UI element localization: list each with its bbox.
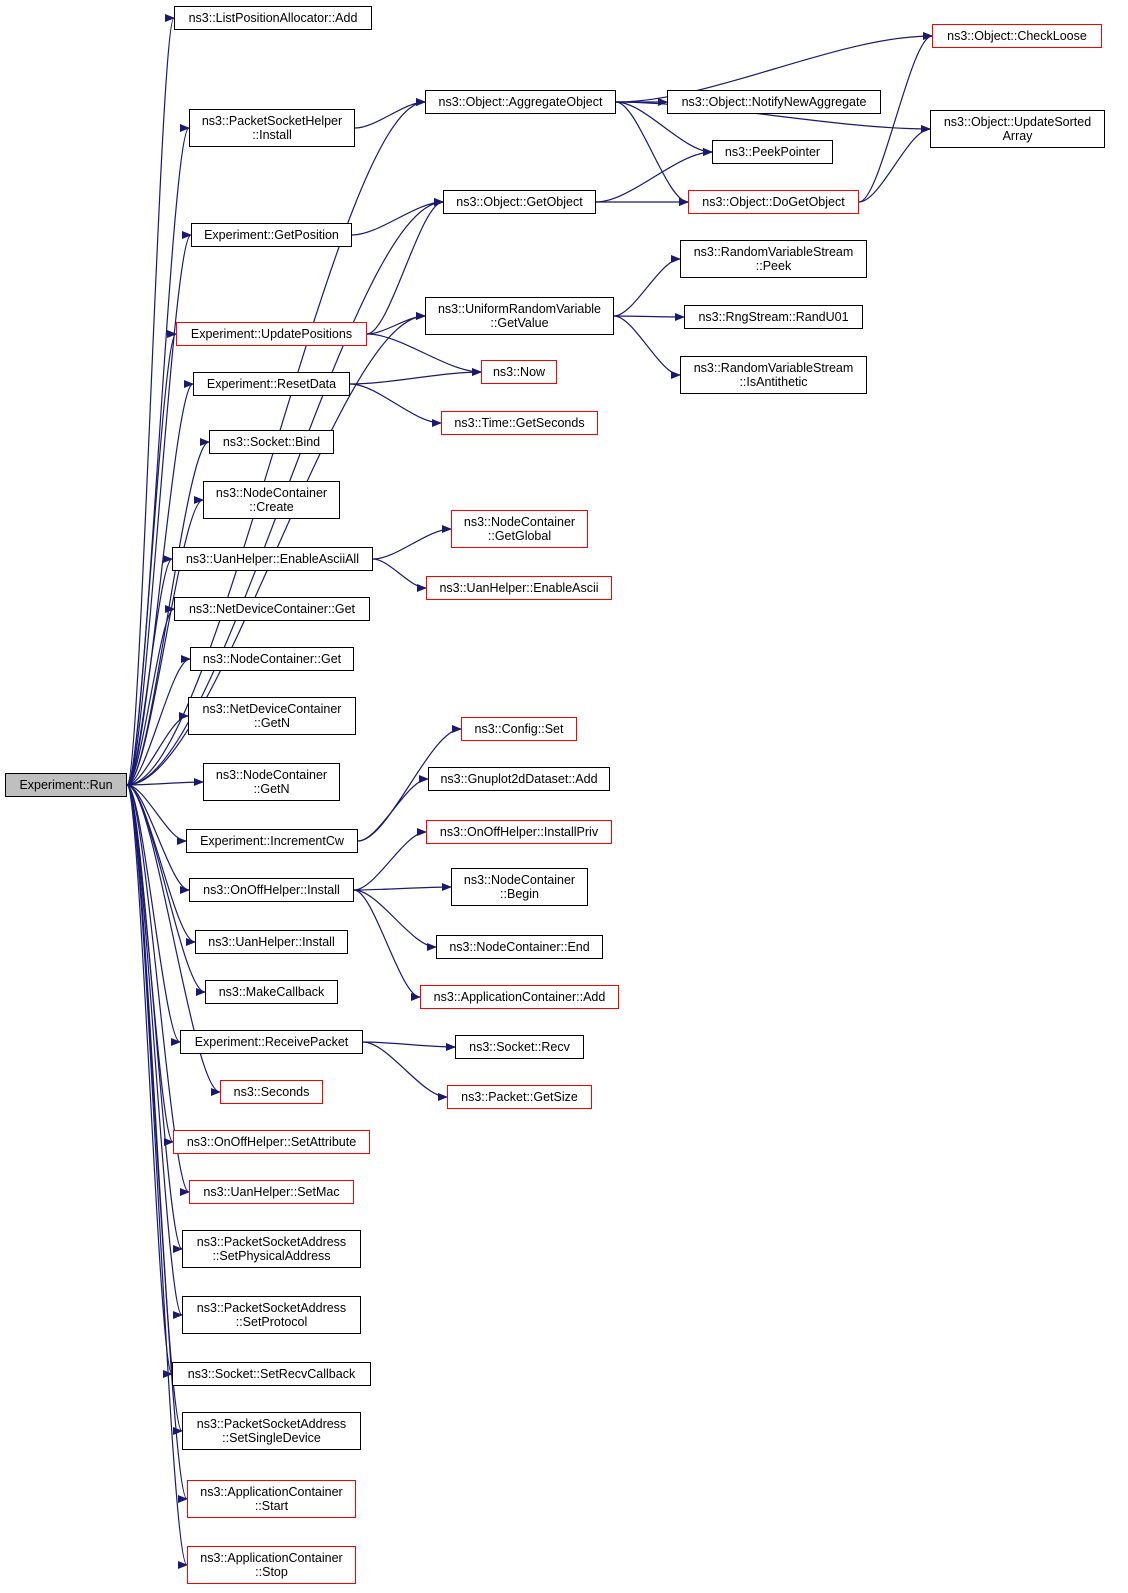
edge-receive-packet-to-packet-getsize xyxy=(362,1041,448,1101)
edge-increment-cw-to-gnuplot-add xyxy=(357,775,429,842)
node-get-position[interactable]: Experiment::GetPosition xyxy=(191,223,352,247)
edge-urv-getvalue-to-rvs-isanti xyxy=(613,315,681,379)
edge-run-to-psa-setproto xyxy=(126,784,183,1319)
node-nc-create[interactable]: ns3::NodeContainer ::Create xyxy=(203,481,340,519)
node-uan-setmac[interactable]: ns3::UanHelper::SetMac xyxy=(189,1180,354,1204)
edge-run-to-lpa-add xyxy=(126,14,175,786)
edge-run-to-nc-getn xyxy=(126,778,204,787)
node-run: Experiment::Run xyxy=(5,773,127,797)
node-urv-getvalue[interactable]: ns3::UniformRandomVariable ::GetValue xyxy=(425,297,614,335)
node-gnuplot-add[interactable]: ns3::Gnuplot2dDataset::Add xyxy=(428,767,610,791)
node-nc-getglobal[interactable]: ns3::NodeContainer ::GetGlobal xyxy=(451,510,588,548)
node-reset-data[interactable]: Experiment::ResetData xyxy=(193,372,350,396)
node-time-getsec[interactable]: ns3::Time::GetSeconds xyxy=(441,411,598,435)
edge-get-object-to-peek-pointer xyxy=(595,148,713,203)
edge-aggregate-to-peek-pointer xyxy=(615,101,713,156)
node-app-add[interactable]: ns3::ApplicationContainer::Add xyxy=(420,985,619,1009)
edge-run-to-uan-setmac xyxy=(126,784,190,1196)
node-app-stop[interactable]: ns3::ApplicationContainer ::Stop xyxy=(187,1546,356,1584)
node-seconds[interactable]: ns3::Seconds xyxy=(220,1080,323,1104)
node-update-sorted[interactable]: ns3::Object::UpdateSorted Array xyxy=(930,110,1105,148)
edge-psh-install-to-aggregate xyxy=(354,98,426,129)
edge-update-positions-to-urv-getvalue xyxy=(366,312,426,335)
node-nc-begin[interactable]: ns3::NodeContainer ::Begin xyxy=(451,868,588,906)
node-increment-cw[interactable]: Experiment::IncrementCw xyxy=(186,829,358,853)
edge-update-positions-to-now xyxy=(366,333,482,376)
node-make-callback[interactable]: ns3::MakeCallback xyxy=(205,980,338,1004)
node-uan-install[interactable]: ns3::UanHelper::Install xyxy=(195,930,348,954)
node-now[interactable]: ns3::Now xyxy=(481,360,557,384)
edge-run-to-receive-packet xyxy=(126,784,181,1046)
node-receive-packet[interactable]: Experiment::ReceivePacket xyxy=(180,1030,363,1054)
edge-onoff-install-to-nc-begin xyxy=(353,883,452,892)
node-peek-pointer[interactable]: ns3::PeekPointer xyxy=(712,140,833,164)
node-aggregate[interactable]: ns3::Object::AggregateObject xyxy=(425,90,616,114)
edge-receive-packet-to-socket-recv xyxy=(362,1041,456,1051)
edge-run-to-nc-create xyxy=(126,496,204,786)
edge-uan-enable-all-to-nc-getglobal xyxy=(372,525,452,560)
call-edges xyxy=(126,14,933,1569)
node-socket-recv[interactable]: ns3::Socket::Recv xyxy=(455,1035,584,1059)
edge-uan-enable-all-to-uan-enable xyxy=(372,558,427,592)
edge-aggregate-to-check-loose xyxy=(615,32,933,103)
node-onoff-install[interactable]: ns3::OnOffHelper::Install xyxy=(189,878,354,902)
node-ndc-getn[interactable]: ns3::NetDeviceContainer ::GetN xyxy=(188,697,356,735)
node-socket-bind[interactable]: ns3::Socket::Bind xyxy=(209,430,334,454)
edge-run-to-uan-enable-all xyxy=(126,555,173,786)
edge-run-to-seconds xyxy=(126,784,221,1096)
node-uan-enable[interactable]: ns3::UanHelper::EnableAscii xyxy=(426,576,612,600)
node-psa-setsingle[interactable]: ns3::PacketSocketAddress ::SetSingleDevi… xyxy=(182,1412,361,1450)
node-psa-setphys[interactable]: ns3::PacketSocketAddress ::SetPhysicalAd… xyxy=(182,1230,361,1268)
edge-run-to-nc-get xyxy=(126,655,191,786)
node-update-positions[interactable]: Experiment::UpdatePositions xyxy=(176,322,367,346)
edge-onoff-install-to-nc-end xyxy=(353,889,437,951)
edge-update-positions-to-get-object xyxy=(366,198,444,335)
edge-run-to-reset-data xyxy=(126,380,194,786)
node-lpa-add[interactable]: ns3::ListPositionAllocator::Add xyxy=(174,6,372,30)
node-psh-install[interactable]: ns3::PacketSocketHelper ::Install xyxy=(189,109,355,147)
edge-onoff-install-to-app-add xyxy=(353,889,421,1001)
edge-run-to-update-positions xyxy=(126,330,177,786)
node-uan-enable-all[interactable]: ns3::UanHelper::EnableAsciiAll xyxy=(172,547,373,571)
edge-urv-getvalue-to-rvs-peek xyxy=(613,255,681,317)
edge-onoff-install-to-onoff-installpriv xyxy=(353,828,427,891)
edge-do-get-object-to-check-loose xyxy=(858,32,933,203)
node-psa-setproto[interactable]: ns3::PacketSocketAddress ::SetProtocol xyxy=(182,1296,361,1334)
edge-aggregate-to-do-get-object xyxy=(615,101,689,206)
node-notify-new[interactable]: ns3::Object::NotifyNewAggregate xyxy=(667,90,881,114)
edge-urv-getvalue-to-rng-randu01 xyxy=(613,312,685,321)
edge-run-to-get-position xyxy=(126,231,192,786)
edge-get-position-to-get-object xyxy=(351,198,444,236)
node-packet-getsize[interactable]: ns3::Packet::GetSize xyxy=(447,1085,592,1109)
node-app-start[interactable]: ns3::ApplicationContainer ::Start xyxy=(187,1480,356,1518)
edge-aggregate-to-update-sorted xyxy=(615,101,931,133)
node-do-get-object[interactable]: ns3::Object::DoGetObject xyxy=(688,190,859,214)
edge-reset-data-to-time-getsec xyxy=(349,383,442,427)
node-socket-setrecv[interactable]: ns3::Socket::SetRecvCallback xyxy=(172,1362,371,1386)
node-nc-getn[interactable]: ns3::NodeContainer ::GetN xyxy=(203,763,340,801)
node-onoff-setattr[interactable]: ns3::OnOffHelper::SetAttribute xyxy=(173,1130,370,1154)
node-ndc-get[interactable]: ns3::NetDeviceContainer::Get xyxy=(174,597,370,621)
edge-run-to-app-stop xyxy=(126,784,188,1569)
node-nc-end[interactable]: ns3::NodeContainer::End xyxy=(436,935,603,959)
node-nc-get[interactable]: ns3::NodeContainer::Get xyxy=(190,647,354,671)
node-check-loose[interactable]: ns3::Object::CheckLoose xyxy=(932,24,1102,48)
node-rvs-isanti[interactable]: ns3::RandomVariableStream ::IsAntithetic xyxy=(680,356,867,394)
node-rng-randu01[interactable]: ns3::RngStream::RandU01 xyxy=(684,305,863,329)
node-config-set[interactable]: ns3::Config::Set xyxy=(461,717,577,741)
edge-run-to-ndc-getn xyxy=(126,712,189,786)
edge-run-to-ndc-get xyxy=(126,605,175,786)
edge-run-to-increment-cw xyxy=(126,784,187,845)
edge-do-get-object-to-update-sorted xyxy=(858,125,931,203)
edge-reset-data-to-now xyxy=(349,368,482,385)
node-onoff-installpriv[interactable]: ns3::OnOffHelper::InstallPriv xyxy=(426,820,612,844)
node-get-object[interactable]: ns3::Object::GetObject xyxy=(443,190,596,214)
node-rvs-peek[interactable]: ns3::RandomVariableStream ::Peek xyxy=(680,240,867,278)
